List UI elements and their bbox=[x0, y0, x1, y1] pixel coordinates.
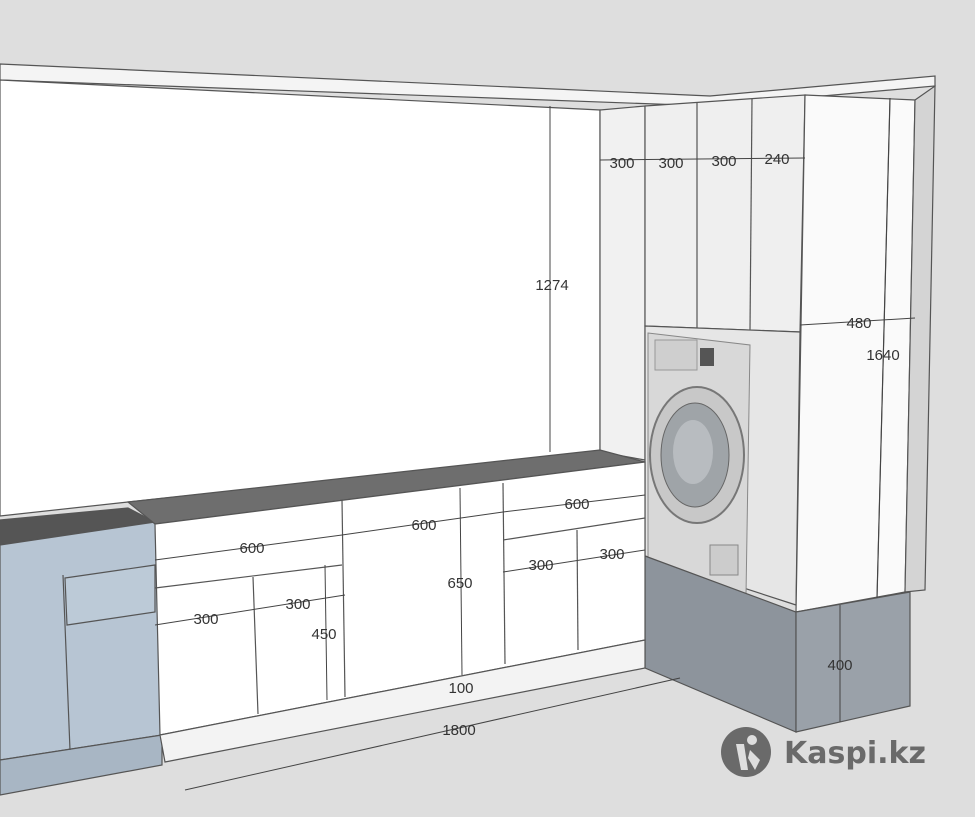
dim-door-300-a: 300 bbox=[193, 611, 218, 628]
base-plinth bbox=[159, 639, 646, 763]
left-drawer bbox=[64, 564, 156, 626]
dim-top-300-c: 300 bbox=[711, 153, 736, 170]
dim-base-400: 400 bbox=[827, 657, 852, 674]
dim-door-300-d: 300 bbox=[599, 546, 624, 563]
dim-total-1800: 1800 bbox=[442, 722, 475, 739]
back-wall bbox=[0, 79, 601, 517]
washing-machine bbox=[647, 332, 751, 596]
dim-plinth-100: 100 bbox=[448, 680, 473, 697]
door-edge bbox=[502, 482, 506, 665]
dim-cabinet-650: 650 bbox=[447, 575, 472, 592]
dim-drawer-600-right: 600 bbox=[564, 496, 589, 513]
dim-drawer-600-left: 600 bbox=[239, 540, 264, 557]
dim-top-300-a: 300 bbox=[609, 155, 634, 172]
washer-base-side bbox=[795, 591, 911, 733]
dim-top-300-b: 300 bbox=[658, 155, 683, 172]
dim-door-300-b: 300 bbox=[285, 596, 310, 613]
dim-door-300-c: 300 bbox=[528, 557, 553, 574]
upper-cabinets bbox=[644, 94, 806, 333]
left-plinth bbox=[0, 734, 163, 796]
door-edge bbox=[62, 574, 71, 751]
dimension-lines bbox=[154, 97, 916, 791]
kaspi-logo-text: Kaspi.kz bbox=[784, 736, 926, 771]
drawer-edge bbox=[502, 517, 646, 541]
kaspi-logo: Kaspi.kz bbox=[721, 727, 926, 777]
door-edge bbox=[576, 529, 579, 651]
dim-door-450: 450 bbox=[311, 626, 336, 643]
dim-wall-height: 1274 bbox=[535, 277, 568, 294]
door-edge bbox=[341, 499, 346, 698]
dim-drawer-600-mid: 600 bbox=[411, 517, 436, 534]
drawer-edge bbox=[154, 564, 343, 589]
tall-cabinet-side bbox=[904, 84, 936, 593]
dim-tall-depth: 480 bbox=[846, 315, 871, 332]
dim-tall-height: 1640 bbox=[866, 347, 899, 364]
door-edge bbox=[252, 576, 259, 715]
left-cabinets bbox=[0, 521, 163, 761]
dim-top-240: 240 bbox=[764, 151, 789, 168]
kaspi-logo-icon bbox=[721, 727, 771, 777]
door-edge bbox=[749, 98, 753, 331]
